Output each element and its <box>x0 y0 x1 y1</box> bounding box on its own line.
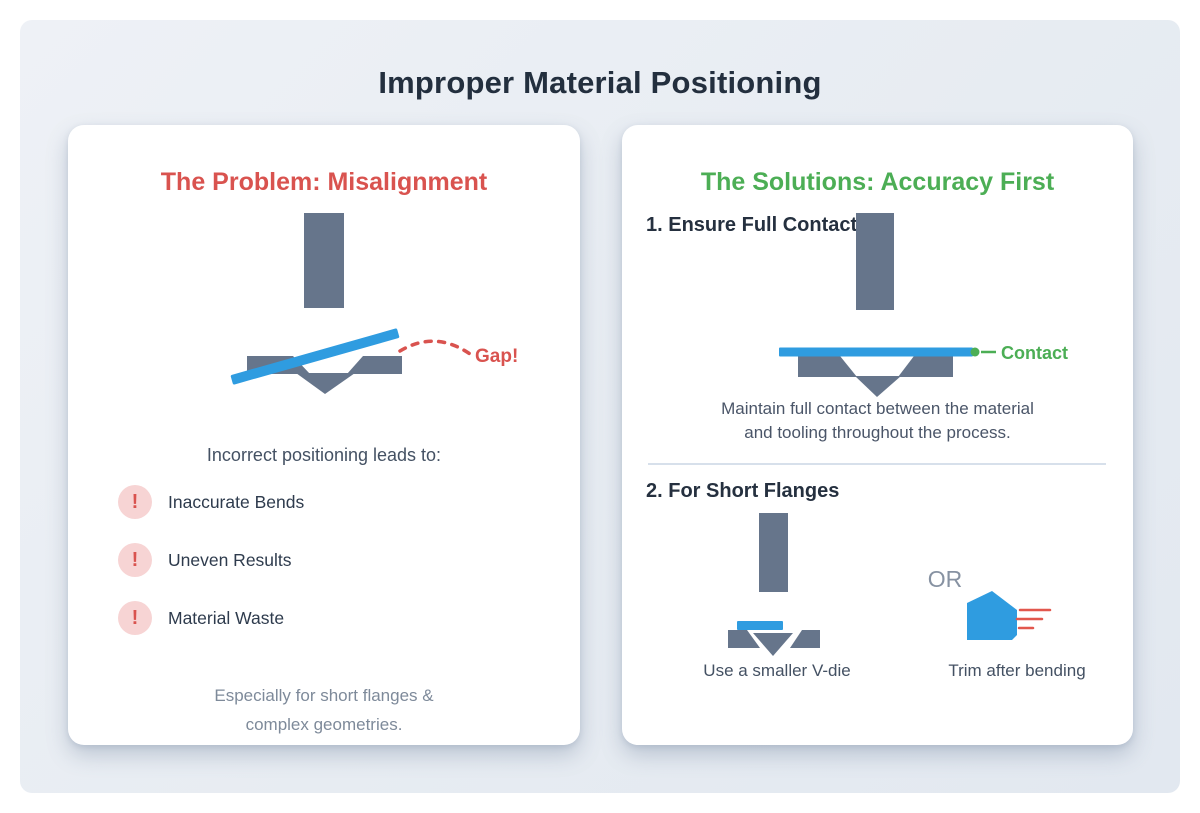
die-left-block <box>247 356 310 374</box>
exclamation-icon: ! <box>118 601 152 635</box>
misaligned-material-sheet <box>230 328 400 385</box>
problem-card: The Problem: Misalignment Gap! Incorrect… <box>68 125 580 745</box>
die-v-tip <box>753 633 793 656</box>
option1-caption: Use a smaller V-die <box>703 661 851 680</box>
die-v-tip <box>296 373 355 394</box>
trim-after-bending-icon <box>967 591 1052 640</box>
short-material-sheet <box>737 621 783 630</box>
page-title: Improper Material Positioning <box>378 64 822 100</box>
exclamation-icon: ! <box>118 543 152 577</box>
gap-label: Gap! <box>475 346 518 367</box>
die-left-block <box>798 356 857 377</box>
contact-label: Contact <box>1001 343 1068 363</box>
problem-footnote: Especially for short flanges & complex g… <box>68 681 580 739</box>
solutions-heading: The Solutions: Accuracy First <box>700 167 1055 196</box>
bent-part-icon <box>967 591 1017 640</box>
contact-point-icon <box>970 347 980 357</box>
section-divider <box>648 463 1106 465</box>
punch-shape <box>759 513 788 592</box>
footnote-line-1: Especially for short flanges & <box>214 686 434 705</box>
option2-caption: Trim after bending <box>948 661 1086 680</box>
trim-lines-icon <box>1015 608 1052 630</box>
full-contact-diagram: Contact <box>779 213 1068 397</box>
die-left-block <box>728 630 760 648</box>
die-right-block <box>898 356 953 377</box>
issue-label: Inaccurate Bends <box>168 492 305 512</box>
exclamation-icon: ! <box>118 485 152 519</box>
die-right-block <box>347 356 402 374</box>
die-v-tip <box>855 376 901 397</box>
die-right-block <box>790 630 820 648</box>
problem-heading: The Problem: Misalignment <box>160 167 488 196</box>
issue-label: Material Waste <box>168 608 285 628</box>
punch-shape <box>304 213 344 308</box>
issue-label: Uneven Results <box>168 550 292 570</box>
caption-line-1: Maintain full contact between the materi… <box>721 399 1034 418</box>
gap-arrow-icon <box>398 339 472 356</box>
section1-heading: 1. Ensure Full Contact <box>646 214 858 236</box>
section2-heading: 2. For Short Flanges <box>646 480 840 502</box>
flat-material-sheet <box>779 347 973 357</box>
punch-shape <box>856 213 894 310</box>
or-label: OR <box>927 566 963 592</box>
solutions-card: The Solutions: Accuracy First 1. Ensure … <box>622 125 1133 745</box>
section1-caption: Maintain full contact between the materi… <box>622 397 1133 445</box>
v-die-shape <box>247 356 402 394</box>
smaller-v-die-diagram <box>728 513 820 656</box>
footnote-line-2: complex geometries. <box>245 715 403 734</box>
caption-line-2: and tooling throughout the process. <box>744 423 1011 442</box>
problem-lead-text: Incorrect positioning leads to: <box>206 445 442 465</box>
